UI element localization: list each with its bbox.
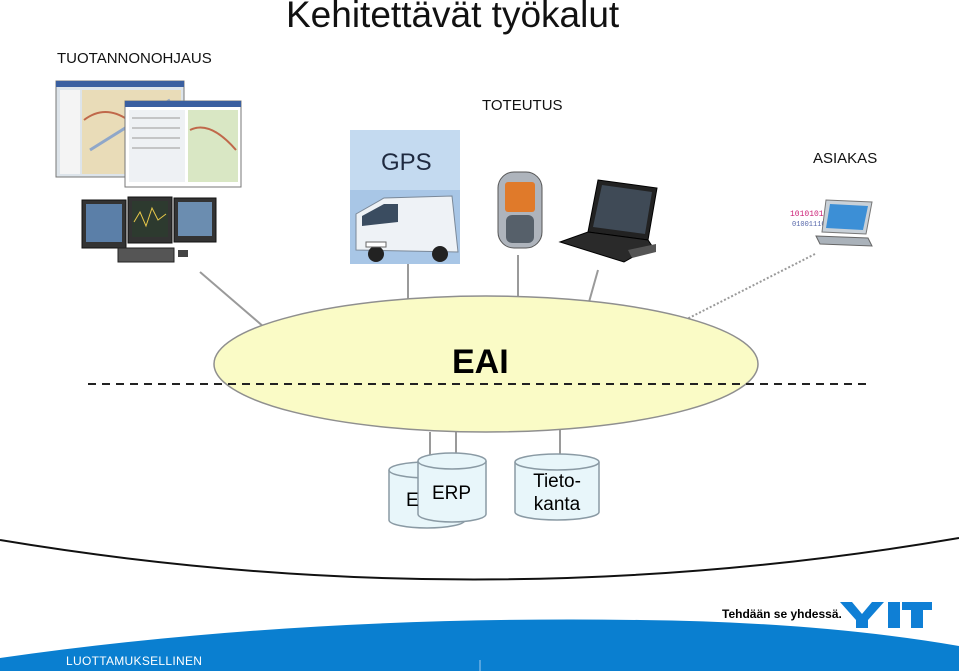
footer-upper-arc [0, 537, 959, 581]
database-erp-cylinder [417, 452, 487, 523]
production-control-label: TUOTANNONOHJAUS [57, 50, 212, 67]
tietokanta-line1: Tieto- [533, 471, 581, 492]
connector-customer-dotted [684, 253, 816, 321]
gps-van-image [350, 130, 460, 264]
footer-slogan: Tehdään se yhdessä. [722, 607, 842, 621]
yit-logo [840, 602, 932, 628]
implementation-label: TOTEUTUS [482, 97, 563, 114]
footer-blue-band [0, 619, 959, 671]
laptop-image [558, 179, 658, 263]
map-screenshot-image [55, 80, 242, 188]
database-back-label: E [406, 490, 419, 511]
confidential-label: LUOTTAMUKSELLINEN [66, 654, 203, 668]
gps-label: GPS [381, 149, 432, 176]
tietokanta-line2: kanta [533, 494, 581, 515]
eai-label: EAI [452, 343, 509, 381]
customer-laptop-image: 1010101 01001110 [788, 199, 873, 247]
customer-label: ASIAKAS [813, 150, 878, 167]
connector-laptop [588, 269, 599, 303]
svg-text:1010101: 1010101 [790, 210, 824, 219]
mobile-phone-image [497, 171, 543, 249]
erp-label: ERP [432, 483, 472, 504]
eai-bus-ellipse [213, 295, 759, 433]
svg-text:01001110: 01001110 [792, 221, 826, 229]
tietokanta-label: Tieto- kanta [515, 470, 599, 516]
page-title: Kehitettävät työkalut [286, 0, 620, 35]
database-tietokanta-cylinder [514, 453, 600, 521]
workstations-image [81, 196, 217, 263]
